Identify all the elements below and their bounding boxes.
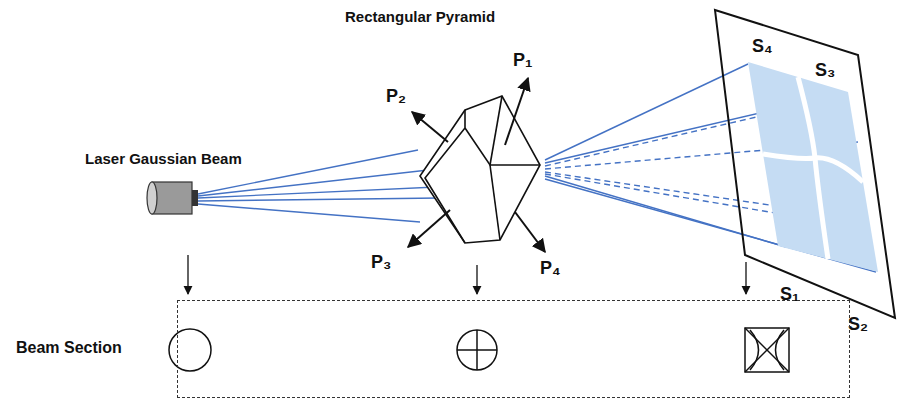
normal-label: P₂	[386, 86, 406, 107]
section-box: Beam Section	[177, 300, 850, 398]
spot-label: S₃	[815, 60, 835, 81]
down-arrow	[188, 255, 746, 294]
normal-arrow	[408, 78, 545, 252]
component-label: Rectangular Pyramid	[345, 8, 495, 25]
spot-label: S₁	[780, 284, 799, 305]
laser-source	[147, 182, 198, 214]
spot-label: S₄	[752, 36, 773, 57]
beam-section-figure	[169, 328, 789, 372]
normal-label: P₄	[540, 258, 561, 279]
normal-label: P₁	[513, 50, 532, 71]
source-label: Laser Gaussian Beam	[85, 150, 242, 167]
section-heading: Beam Section	[16, 339, 122, 357]
spot-label: S₂	[848, 314, 868, 335]
screen	[715, 10, 895, 318]
normal-label: P₃	[371, 252, 391, 273]
